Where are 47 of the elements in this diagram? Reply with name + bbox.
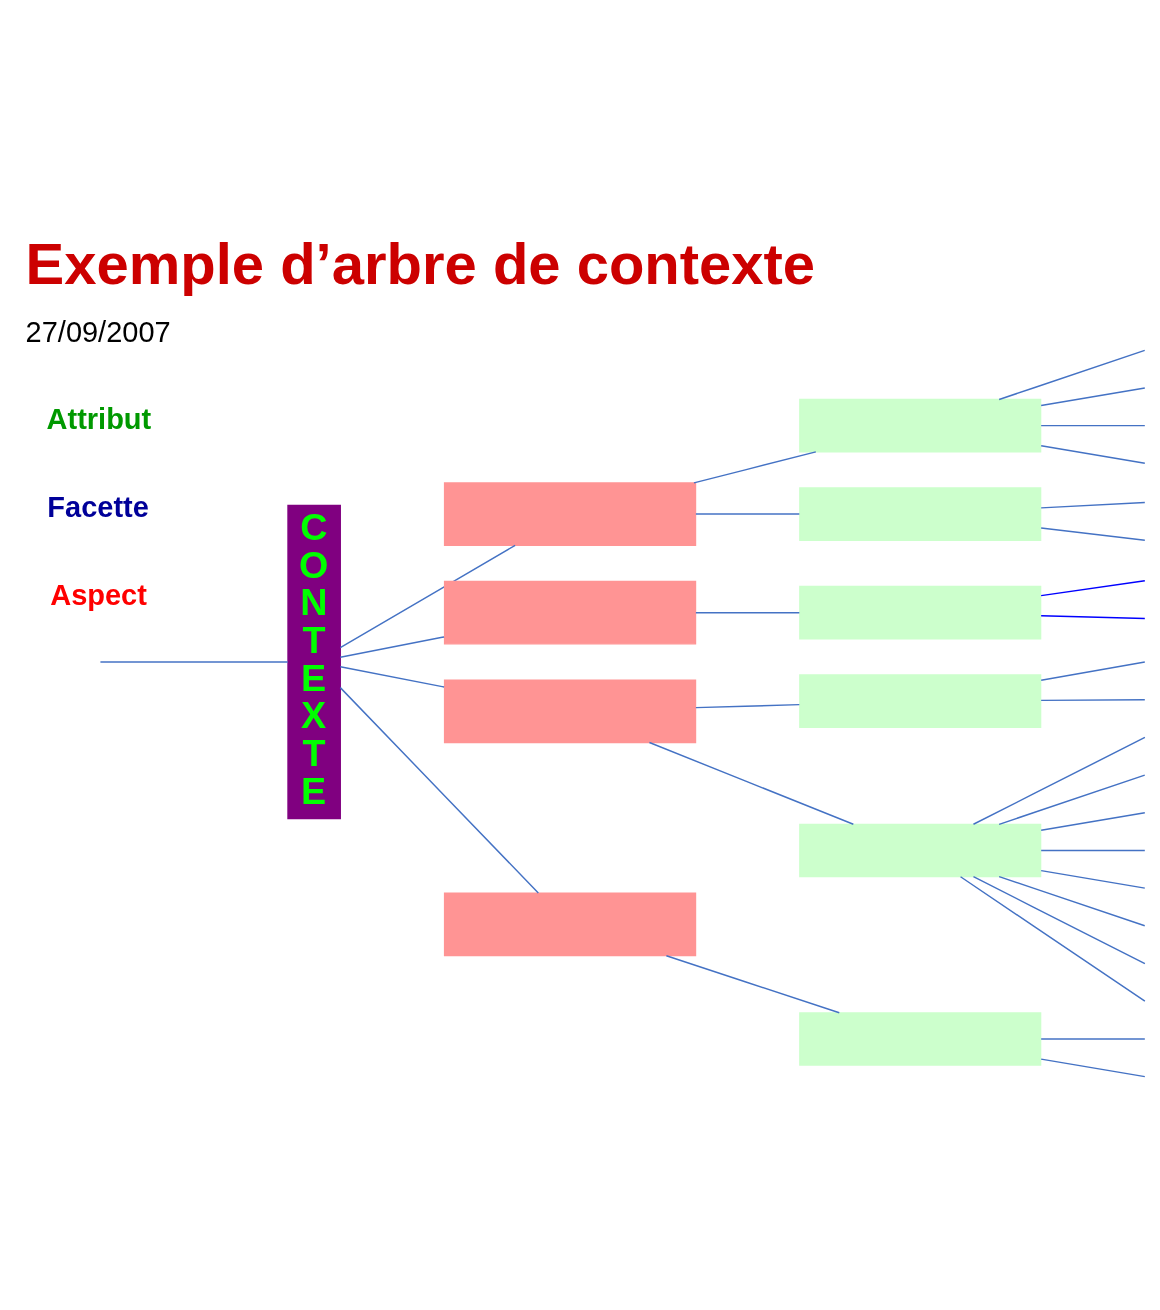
connector <box>998 349 1146 401</box>
node-box <box>799 1012 1042 1066</box>
connector <box>648 741 855 825</box>
node-box <box>799 823 1042 878</box>
connector <box>1040 424 1146 427</box>
connector <box>339 666 445 688</box>
connector <box>1040 849 1146 852</box>
connector <box>1040 812 1146 832</box>
connector <box>1040 580 1146 597</box>
node-box <box>443 679 697 744</box>
node-box <box>799 585 1042 640</box>
connector <box>1040 1038 1146 1040</box>
connector <box>695 611 801 614</box>
label: 27/09/2007 <box>25 315 171 348</box>
connector <box>1040 661 1146 681</box>
connector <box>695 513 801 515</box>
connector <box>1040 527 1146 541</box>
label: Aspect <box>50 579 147 612</box>
node-box <box>443 482 697 546</box>
connector <box>972 736 1146 825</box>
node-box <box>799 398 1042 453</box>
node-box <box>443 892 697 957</box>
diagram-title: Exemple d’arbre de contexte <box>25 231 816 296</box>
node-box <box>799 674 1042 728</box>
connector <box>339 686 540 894</box>
connector <box>1040 1058 1146 1078</box>
connector <box>972 876 1146 965</box>
node-box <box>443 580 697 645</box>
connector <box>998 875 1146 927</box>
label: Facette <box>47 490 149 523</box>
connector <box>1040 387 1146 407</box>
connector <box>1040 869 1146 889</box>
connector <box>339 636 445 658</box>
node-box: CONTEXTE <box>287 504 341 820</box>
connector <box>339 544 516 649</box>
connector <box>695 703 801 709</box>
node-box <box>799 487 1042 541</box>
connector <box>1040 501 1146 509</box>
connector <box>665 955 840 1014</box>
connector <box>1040 445 1146 465</box>
connector <box>99 661 289 663</box>
connector <box>1040 615 1146 620</box>
connector <box>1040 698 1146 702</box>
connector <box>693 451 817 484</box>
connector <box>959 876 1146 1002</box>
connector <box>998 774 1146 826</box>
label: Attribut <box>46 402 152 435</box>
